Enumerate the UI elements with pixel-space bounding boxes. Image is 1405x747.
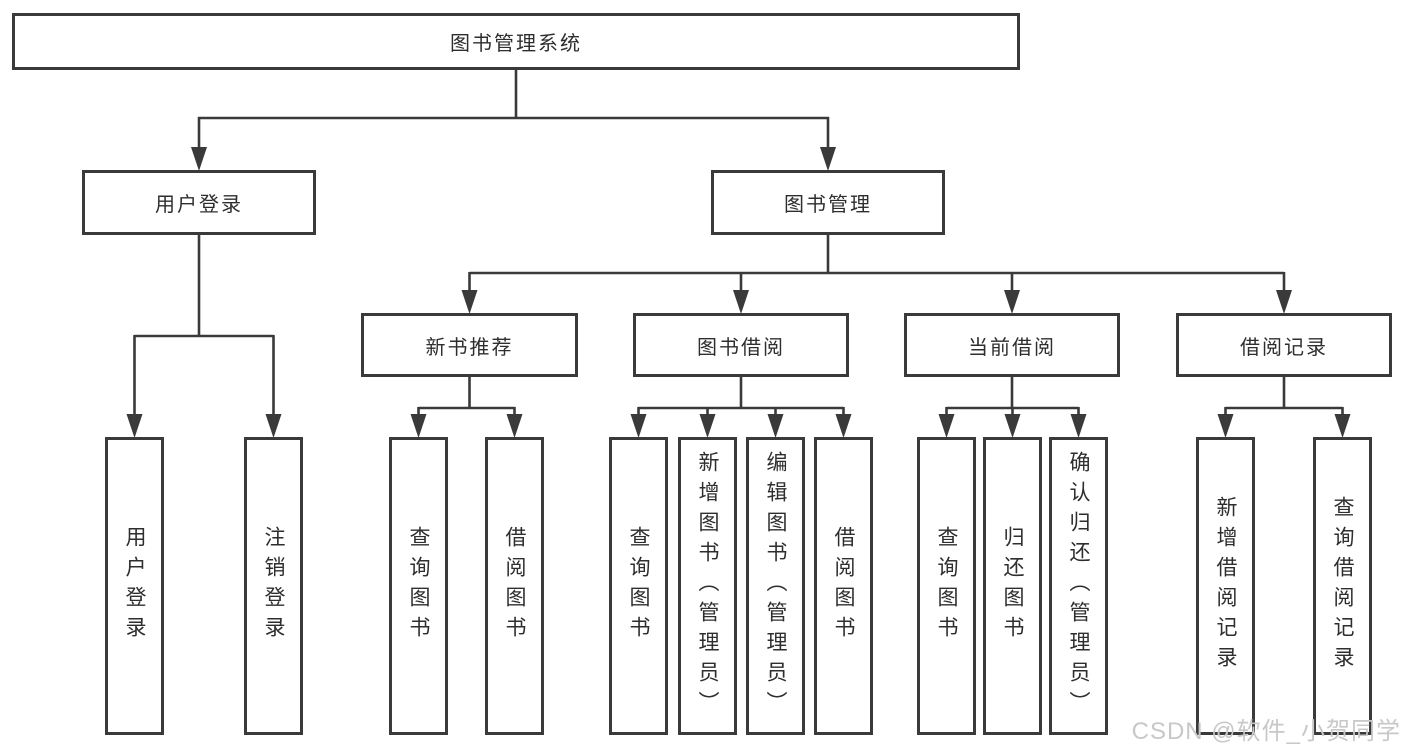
- node-query-borrowing-record: 查询借阅记录: [1313, 437, 1372, 735]
- node-book-management: 图书管理: [711, 170, 945, 235]
- node-new-book-recommendation: 新书推荐: [361, 313, 578, 377]
- arrow-down-icon: [1004, 414, 1021, 438]
- node-borrow-books-borrowing: 借阅图书: [814, 437, 873, 735]
- arrow-down-icon: [938, 414, 955, 438]
- node-label: 图书管理系统: [450, 33, 582, 55]
- node-label: 归还图书: [1001, 526, 1024, 646]
- node-query-books-current: 查询图书: [917, 437, 976, 735]
- node-label: 注销登录: [262, 526, 285, 646]
- node-label: 用户登录: [155, 194, 243, 216]
- arrow-down-icon: [733, 290, 749, 314]
- node-label: 用户登录: [123, 526, 146, 646]
- node-borrow-books-recommend: 借阅图书: [485, 437, 544, 735]
- arrow-down-icon: [506, 414, 523, 438]
- node-label: 查询图书: [407, 526, 430, 646]
- arrowhead-icons: [126, 147, 1351, 438]
- node-logout: 注销登录: [244, 437, 303, 735]
- node-edit-books-admin: 编辑图书（管理员）: [746, 437, 805, 735]
- node-book-management-system: 图书管理系统: [12, 13, 1020, 70]
- node-label: 图书借阅: [697, 336, 785, 359]
- node-current-borrowing: 当前借阅: [904, 313, 1120, 377]
- arrow-down-icon: [767, 414, 784, 438]
- arrow-down-icon: [461, 290, 478, 314]
- node-label: 借阅图书: [503, 526, 526, 646]
- node-label: 借阅记录: [1240, 336, 1328, 359]
- arrow-down-icon: [126, 414, 143, 438]
- arrow-down-icon: [835, 414, 852, 438]
- arrow-down-icon: [630, 414, 647, 438]
- csdn-watermark: CSDN @软件_小贺同学: [1131, 718, 1401, 745]
- node-query-books-recommend: 查询图书: [389, 437, 448, 735]
- node-label: 新增图书（管理员）: [696, 451, 719, 721]
- arrow-down-icon: [820, 147, 836, 171]
- arrow-down-icon: [1004, 290, 1020, 314]
- arrow-down-icon: [699, 414, 716, 438]
- node-confirm-return-admin: 确认归还（管理员）: [1049, 437, 1108, 735]
- arrow-down-icon: [1334, 414, 1351, 438]
- node-user-login-leaf: 用户登录: [105, 437, 164, 735]
- connector-edges: [133, 69, 1344, 419]
- node-add-borrowing-record: 新增借阅记录: [1196, 437, 1255, 735]
- node-label: 图书管理: [784, 194, 872, 216]
- arrow-down-icon: [1276, 290, 1292, 314]
- node-label: 查询图书: [935, 526, 958, 646]
- arrow-down-icon: [265, 414, 282, 438]
- node-label: 新书推荐: [425, 336, 514, 359]
- node-add-books-admin: 新增图书（管理员）: [678, 437, 737, 735]
- node-label: 确认归还（管理员）: [1067, 451, 1090, 721]
- node-label: 当前借阅: [968, 336, 1056, 359]
- node-query-books-borrowing: 查询图书: [609, 437, 668, 735]
- node-label: 查询借阅记录: [1331, 496, 1354, 676]
- arrow-down-icon: [191, 147, 207, 171]
- node-label: 新增借阅记录: [1214, 496, 1237, 676]
- node-label: 查询图书: [627, 526, 650, 646]
- node-book-borrowing: 图书借阅: [633, 313, 849, 377]
- node-user-login: 用户登录: [82, 170, 316, 235]
- node-return-books: 归还图书: [983, 437, 1042, 735]
- node-borrowing-records: 借阅记录: [1176, 313, 1392, 377]
- node-label: 借阅图书: [832, 526, 855, 646]
- arrow-down-icon: [410, 414, 427, 438]
- arrow-down-icon: [1217, 414, 1234, 438]
- node-label: 编辑图书（管理员）: [764, 451, 787, 721]
- arrow-down-icon: [1070, 414, 1087, 438]
